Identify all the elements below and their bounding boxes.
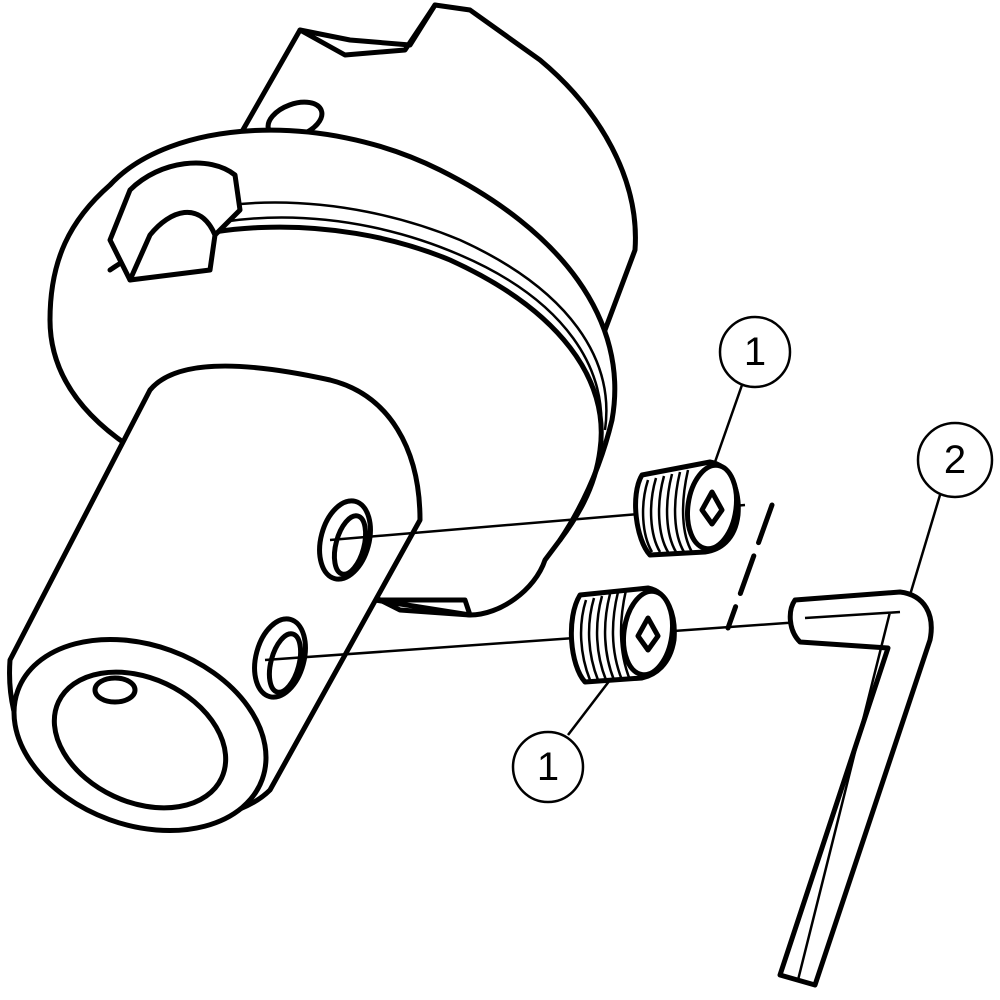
callout-1-lower: 1: [511, 679, 611, 804]
callout-label: 1: [537, 745, 559, 789]
bore: [51, 669, 229, 811]
set-screw-lower: [568, 585, 677, 685]
flange: [47, 127, 618, 618]
hex-socket-icon: [699, 489, 725, 527]
callout-1-upper: 1: [713, 315, 792, 463]
callout-label: 2: [944, 438, 966, 482]
callout-label: 1: [744, 330, 766, 374]
callout-2: 2: [908, 421, 994, 596]
hex-socket-icon: [635, 615, 661, 653]
front-body: [7, 363, 423, 834]
dashed-alignment-line: [725, 502, 775, 631]
set-screw-upper: [633, 459, 741, 558]
hex-key: [777, 589, 934, 988]
